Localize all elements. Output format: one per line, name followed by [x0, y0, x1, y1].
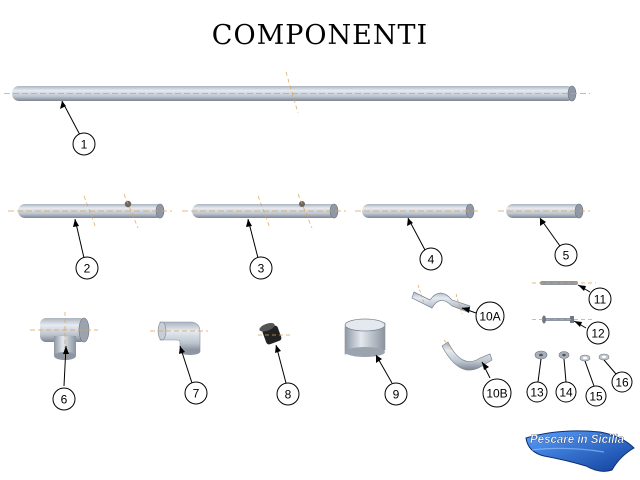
pescare-in-sicilia-logo: Pescare in Sicilia: [525, 430, 635, 472]
callout-label-5: 5: [563, 249, 570, 263]
part-12-pin: [532, 315, 594, 324]
callout-14: 14: [555, 358, 577, 403]
part-8-cap: [258, 322, 292, 345]
callout-16: 16: [603, 359, 633, 393]
callout-9: 9: [375, 354, 408, 406]
callout-10a: 10A: [461, 301, 505, 331]
callout-4: 4: [407, 217, 443, 271]
part-15-washer: [579, 354, 591, 362]
callout-8: 8: [275, 344, 300, 406]
callout-6: 6: [52, 345, 76, 411]
page-title: COMPONENTI: [211, 20, 429, 51]
part-4-tube: [355, 203, 480, 219]
part-10a-clamp: [411, 284, 471, 315]
callout-3: 3: [246, 218, 273, 280]
callout-11: 11: [577, 284, 612, 311]
part-9-sleeve: [344, 318, 386, 357]
callout-label-3: 3: [258, 262, 265, 276]
callout-label-11: 11: [594, 293, 607, 307]
callout-label-10a: 10A: [479, 310, 500, 324]
callout-5: 5: [539, 217, 578, 267]
callout-15: 15: [584, 360, 607, 407]
callout-label-2: 2: [84, 262, 91, 276]
part-11-bolt: [532, 281, 596, 285]
callout-10b: 10B: [481, 361, 512, 408]
part-16-washer: [598, 353, 610, 361]
part-14-nut: [558, 351, 570, 359]
callout-label-6: 6: [61, 393, 68, 407]
callout-label-10b: 10B: [486, 387, 507, 401]
callout-1: 1: [60, 100, 96, 156]
callout-label-14: 14: [559, 386, 573, 400]
callout-label-16: 16: [615, 376, 629, 390]
callout-label-15: 15: [589, 390, 603, 404]
part-1-long-tube: [4, 71, 590, 114]
callout-2: 2: [73, 218, 99, 280]
part-6-tee: [30, 312, 98, 362]
part-5-tube: [498, 203, 590, 219]
callout-12: 12: [573, 320, 610, 345]
callout-13: 13: [526, 358, 548, 403]
part-13-nut: [534, 350, 548, 360]
callout-label-12: 12: [591, 327, 605, 341]
part-3-tube: [182, 193, 346, 229]
part-7-elbow: [150, 321, 208, 355]
logo-text: Pescare in Sicilia: [530, 434, 625, 446]
part-2-tube: [8, 193, 172, 229]
callout-label-7: 7: [193, 387, 200, 401]
callout-label-1: 1: [81, 138, 88, 152]
callout-label-8: 8: [285, 388, 292, 402]
callout-label-9: 9: [393, 388, 400, 402]
callout-label-13: 13: [530, 386, 544, 400]
part-10b-clamp: [441, 339, 493, 371]
callout-label-4: 4: [428, 253, 435, 267]
callout-7: 7: [179, 345, 208, 405]
